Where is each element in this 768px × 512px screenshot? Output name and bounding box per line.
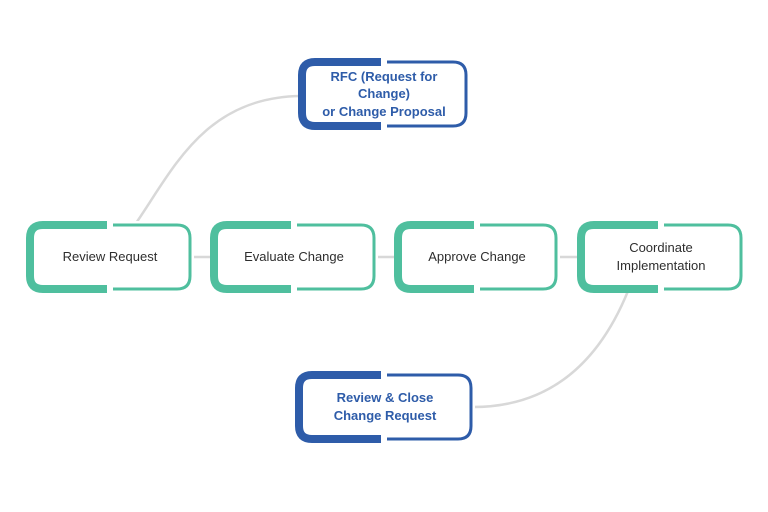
node-label-line1: Review & Close — [336, 390, 434, 406]
node-label: Approve Change — [428, 249, 526, 265]
node-label: RFC (Request for Change) or Change Propo… — [298, 68, 470, 121]
node-review-close-change-request: Review & Close Change Request — [295, 371, 475, 443]
connector-coordinate-implementation-to-review-close — [472, 290, 630, 409]
node-label: Evaluate Change — [244, 249, 344, 265]
node-rfc-or-change-proposal: RFC (Request for Change) or Change Propo… — [298, 58, 470, 130]
node-label: Review Request — [62, 249, 158, 265]
connector-review-request-to-rfc — [132, 94, 302, 227]
node-label-line2: or Change Proposal — [322, 103, 446, 119]
node-approve-change: Approve Change — [394, 221, 560, 293]
node-label-line2: Change Request — [333, 408, 437, 423]
node-label-line1: RFC (Request for Change) — [330, 68, 438, 102]
node-evaluate-change: Evaluate Change — [210, 221, 378, 293]
node-label: Review & Close Change Request — [324, 389, 447, 424]
node-coordinate-implementation: Coordinate Implementation — [577, 221, 745, 293]
node-label: Coordinate Implementation — [616, 240, 706, 273]
node-review-request: Review Request — [26, 221, 194, 293]
